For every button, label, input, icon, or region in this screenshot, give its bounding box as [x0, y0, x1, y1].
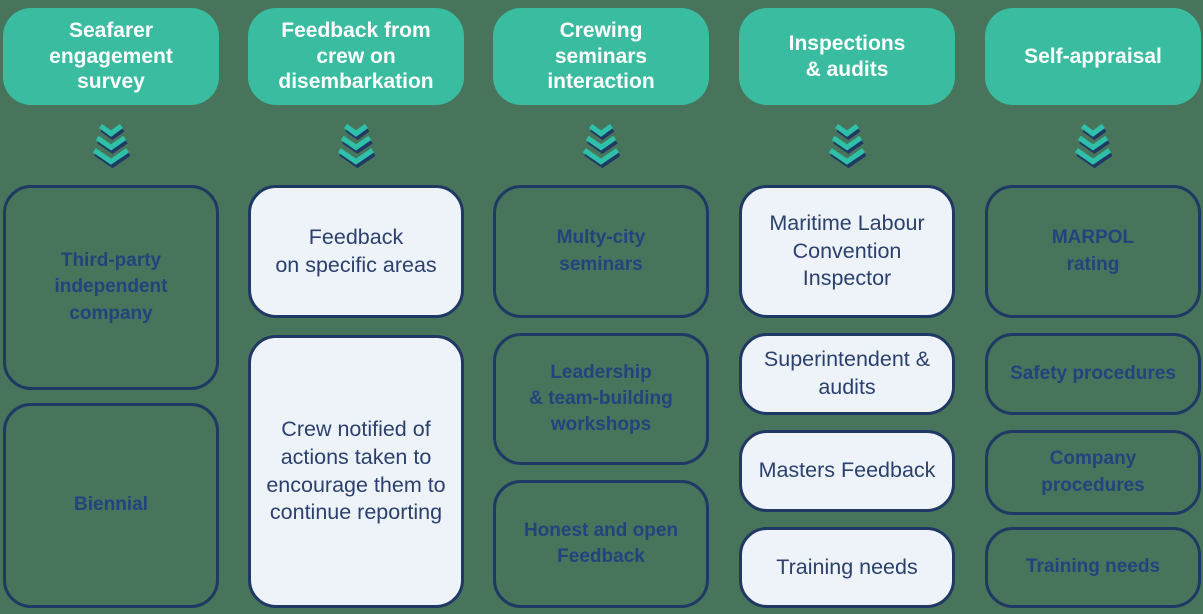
chevron-wrap — [3, 105, 219, 185]
stage-box: Masters Feedback — [739, 430, 955, 512]
column-header: Inspections & audits — [739, 8, 955, 105]
triple-chevron-down-icon — [92, 123, 130, 168]
column-inspections-audits: Inspections & audits Maritime Labour Con… — [739, 8, 955, 608]
column-crewing-seminars-interaction: Crewing seminars interaction Multy-city … — [493, 8, 709, 608]
stage-box: MARPOL rating — [985, 185, 1201, 318]
column-header: Self-appraisal — [985, 8, 1201, 105]
stage-box: Training needs — [985, 527, 1201, 608]
stage-box: Safety procedures — [985, 333, 1201, 415]
chevron-wrap — [985, 105, 1201, 185]
stage-box: Maritime Labour Convention Inspector — [739, 185, 955, 318]
stage-box: Leadership & team-building workshops — [493, 333, 709, 465]
triple-chevron-down-icon — [337, 123, 375, 168]
stage-box: Biennial — [3, 403, 219, 608]
chevron-wrap — [739, 105, 955, 185]
stage-box: Superintendent & audits — [739, 333, 955, 415]
triple-chevron-down-icon — [1074, 123, 1112, 168]
chevron-wrap — [493, 105, 709, 185]
stage-box: Crew notified of actions taken to encour… — [248, 335, 464, 608]
stage-box: Feedback on specific areas — [248, 185, 464, 318]
column-self-appraisal: Self-appraisal MARPOL rating Safety proc… — [985, 8, 1201, 608]
column-seafarer-engagement-survey: Seafarer engagement survey Third-party i… — [3, 8, 219, 608]
triple-chevron-down-icon — [582, 123, 620, 168]
stage-box: Honest and open Feedback — [493, 480, 709, 608]
stage-box: Training needs — [739, 527, 955, 608]
column-header: Crewing seminars interaction — [493, 8, 709, 105]
stage-box: Multy-city seminars — [493, 185, 709, 318]
stage-box: Company procedures — [985, 430, 1201, 515]
triple-chevron-down-icon — [828, 123, 866, 168]
chevron-wrap — [248, 105, 464, 185]
column-crew-disembarkation-feedback: Feedback from crew on disembarkation Fee… — [248, 8, 464, 608]
column-header: Seafarer engagement survey — [3, 8, 219, 105]
column-header: Feedback from crew on disembarkation — [248, 8, 464, 105]
stage-box: Third-party independent company — [3, 185, 219, 390]
